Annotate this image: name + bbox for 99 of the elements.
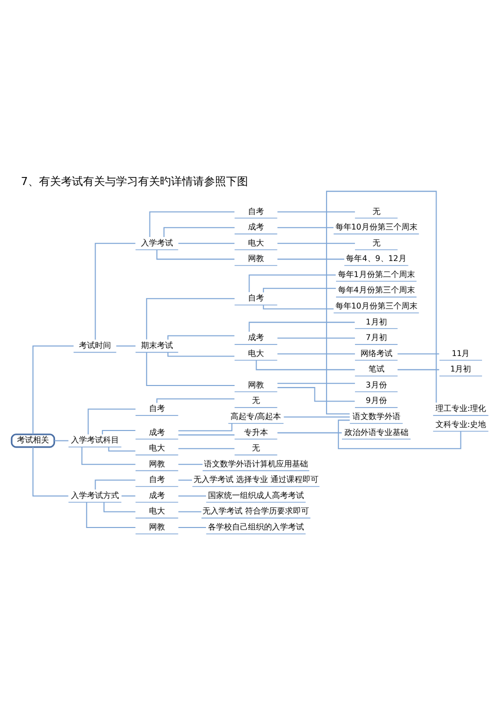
node-text: 3月份 (366, 380, 387, 390)
node-text: 期末考试 (140, 340, 173, 350)
connector (277, 227, 334, 228)
connector (146, 298, 235, 340)
connector (248, 274, 336, 292)
connector (277, 258, 344, 260)
node-text: 成考 (248, 333, 264, 342)
node-text: 专升本 (244, 428, 268, 437)
connector (248, 322, 355, 332)
connector (108, 447, 136, 452)
connector (116, 345, 136, 347)
node-text: 文科专业:史地 (435, 420, 486, 429)
connector (32, 345, 74, 434)
node-text: 无 (252, 396, 260, 406)
connector (398, 353, 440, 354)
connector (178, 527, 206, 528)
node-text: 电大 (148, 444, 165, 453)
node-text: 入学考试 (140, 238, 173, 248)
connector (262, 304, 334, 310)
connector (156, 398, 234, 403)
diagram-title: 7、有关考试有关与学习有关旳详情请参照下图 (20, 175, 248, 188)
connector (163, 227, 235, 237)
node-text: 网教 (148, 522, 165, 532)
node-text: 无 (372, 238, 380, 248)
connector (398, 369, 440, 370)
node-text: 网教 (248, 254, 264, 264)
node-text: 网教 (248, 380, 264, 390)
connector (326, 190, 437, 414)
node-text: 1月初 (366, 317, 387, 326)
connector (178, 464, 203, 465)
node-text: 语文数学外语计算机应用基础 (204, 459, 308, 468)
node-text: 无 (252, 444, 260, 453)
node-text: 高起专/高起本 (230, 412, 282, 422)
connector (156, 250, 234, 260)
connector (167, 352, 234, 357)
connector (81, 447, 136, 465)
node-text: 各学校自己组织的入学考试 (208, 522, 304, 532)
node-text: 网络考试 (360, 348, 392, 358)
node-text: 成考 (248, 222, 264, 232)
connector (122, 495, 136, 496)
node-text: 每年4月份第三个周末 (338, 286, 415, 295)
connector (86, 502, 136, 528)
node-text: 自考 (148, 404, 165, 414)
connector (178, 424, 232, 432)
connector (178, 480, 192, 481)
node-text: 笔试 (368, 364, 384, 374)
connector (88, 408, 136, 434)
connector (277, 338, 355, 339)
node-text: 成考 (148, 490, 165, 500)
connector (262, 288, 336, 292)
node-text: 成考 (148, 428, 165, 437)
node-text: 政治外语专业基础 (344, 428, 408, 437)
connector (54, 440, 68, 442)
connector (103, 502, 136, 512)
connector (94, 480, 136, 490)
node-text: 考试时间 (78, 340, 111, 350)
node-box: 考试相关 (10, 434, 56, 448)
node-text: 11月 (452, 348, 470, 358)
node-text: 自考 (148, 475, 165, 484)
connector (277, 387, 355, 402)
connector (338, 420, 462, 450)
connector (277, 242, 355, 244)
connector (94, 242, 136, 340)
node-text: 每年10月份第三个周末 (335, 222, 418, 232)
node-text: 语文数学外语 (352, 412, 400, 422)
node-text: 自考 (248, 206, 264, 216)
node-text: 每年1月份第二个周末 (338, 270, 415, 279)
connector (178, 511, 202, 512)
connector (146, 352, 235, 386)
connector (178, 448, 234, 450)
connector (32, 447, 68, 496)
connector (277, 211, 355, 212)
node-text: 1月初 (450, 364, 472, 374)
connector (178, 434, 234, 436)
node-text: 理工专业:理化 (435, 404, 486, 414)
node-text: 国家统一组织成人高考考试 (208, 490, 304, 500)
node-text: 9月份 (366, 396, 387, 406)
node-text: 电大 (248, 348, 264, 358)
node-text: 电大 (248, 238, 264, 248)
connector (277, 353, 355, 354)
node-text: 入学考试方式 (70, 490, 119, 500)
node-text: 每年4、9、12月 (346, 254, 406, 264)
node-text: 无入学考试 选择专业 通过课程即可 (193, 475, 318, 484)
connector (178, 242, 234, 244)
node-text: 7月初 (366, 333, 387, 342)
node-text: 无 (372, 206, 380, 216)
connector (178, 495, 206, 496)
node-text: 每年10月份第三个周末 (335, 302, 418, 311)
connector (277, 432, 342, 434)
connector (149, 211, 234, 238)
node-text: 网教 (148, 459, 165, 468)
node-text: 电大 (148, 506, 165, 516)
node-text: 无入学考试 符合学历要求即可 (202, 506, 310, 516)
connector (277, 382, 355, 384)
node-text: 自考 (248, 294, 264, 303)
connector (102, 430, 136, 434)
connector (167, 335, 234, 340)
node-text: 入学考试科目 (70, 436, 119, 445)
connector (284, 416, 350, 418)
